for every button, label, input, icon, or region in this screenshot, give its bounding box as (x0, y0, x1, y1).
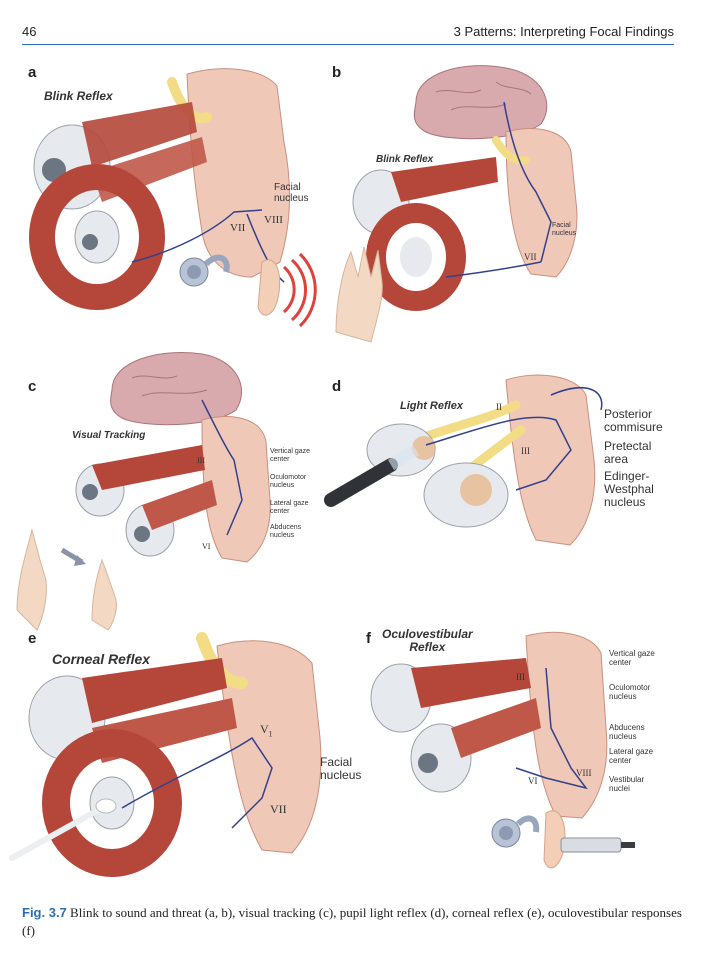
panel-f-nerve-iii-label: III (516, 672, 525, 682)
panel-f-abducens-label: Abducens nucleus (609, 723, 645, 741)
panel-c-title: Visual Tracking (72, 430, 146, 441)
panel-e-nerve-v1-label: V1 (260, 722, 273, 738)
panel-f-illustration (370, 631, 635, 869)
panel-d-letter: d (332, 378, 342, 395)
panel-f-vertical-gaze-label: Vertical gaze center (609, 649, 655, 667)
caption-label: Fig. 3.7 (22, 905, 67, 920)
header-rule (22, 44, 674, 45)
panel-b-facial-nucleus-label: Facial nucleus (552, 222, 577, 237)
panel-b-title: Blink Reflex (376, 154, 434, 165)
panel-b: b Blink Reflex Facial nucleus VII (332, 62, 686, 343)
panel-c-oculomotor-label: Oculomotor nucleus (270, 474, 307, 489)
panel-f-oculomotor-label: Oculomotor nucleus (609, 683, 651, 701)
panel-f-nerve-viii-label: VIII (576, 768, 592, 778)
panel-c-nerve-vi-label: VI (202, 542, 211, 551)
panel-d-nerve-ii-label: II (496, 402, 502, 412)
panel-d-edinger-westphal-label: Edinger- Westphal nucleus (604, 469, 654, 510)
page-number: 46 (22, 24, 37, 39)
panel-e-illustration (9, 632, 322, 877)
panel-a-title: Blink Reflex (44, 89, 113, 103)
panel-e-nerve-v1-subscript: 1 (268, 729, 273, 739)
panel-f-letter: f (366, 630, 371, 647)
panel-a-nerve-vii-label: VII (230, 222, 246, 234)
panel-b-nerve-vii-label: VII (524, 252, 537, 262)
figure-caption: Fig. 3.7 Blink to sound and threat (a, b… (22, 904, 682, 940)
panel-e-letter: e (28, 630, 37, 647)
panel-e-facial-nucleus-label: Facial nucleus (320, 755, 362, 783)
panel-a-nerve-viii-label: VIII (264, 214, 283, 226)
panel-c-vertical-gaze-label: Vertical gaze center (270, 448, 311, 463)
panel-f-vestibular-label: Vestibular nuclei (609, 775, 645, 793)
panel-d-pretectal-area-label: Pretectal area (604, 439, 652, 467)
panel-d-illustration (324, 374, 603, 546)
panel-b-illustration (335, 65, 578, 343)
panel-e-nerve-vii-label: VII (270, 802, 287, 816)
panel-f-lateral-gaze-label: Lateral gaze center (609, 747, 654, 765)
caption-text: Blink to sound and threat (a, b), visual… (22, 905, 682, 939)
panel-c: c Visual Tracking Vertical gaze center O… (16, 350, 352, 631)
panel-d-nerve-iii-label: III (521, 446, 530, 456)
panel-d-title: Light Reflex (400, 400, 463, 412)
panel-f: f Oculovestibular Reflex III VI VIII Ver… (356, 627, 686, 908)
panel-f-title: Oculovestibular Reflex (382, 627, 473, 655)
panel-e: e Corneal Reflex V1 Facial nucleus VII (9, 628, 361, 908)
panel-a-letter: a (28, 64, 37, 81)
panel-b-letter: b (332, 64, 342, 81)
panel-d: d Light Reflex II III Posterior commisur… (324, 350, 686, 630)
panel-e-title: Corneal Reflex (52, 651, 151, 667)
panel-d-posterior-commisure-label: Posterior commisure (604, 407, 663, 435)
panel-c-illustration (16, 352, 271, 631)
panel-a-facial-nucleus-label: Facial nucleus (274, 182, 309, 204)
panel-a: a Blink Reflex Facial nucleus VII VIII (22, 62, 352, 342)
chapter-title: 3 Patterns: Interpreting Focal Findings (453, 24, 674, 39)
panel-c-abducens-label: Abducens nucleus (270, 524, 302, 539)
panel-e-nerve-v1-text: V (260, 722, 269, 736)
panel-c-nerve-iii-label: III (197, 456, 205, 465)
panel-c-lateral-gaze-label: Lateral gaze center (270, 500, 309, 515)
panel-a-illustration (29, 68, 317, 328)
panel-f-nerve-vi-label: VI (528, 776, 538, 786)
panel-c-letter: c (28, 378, 37, 395)
